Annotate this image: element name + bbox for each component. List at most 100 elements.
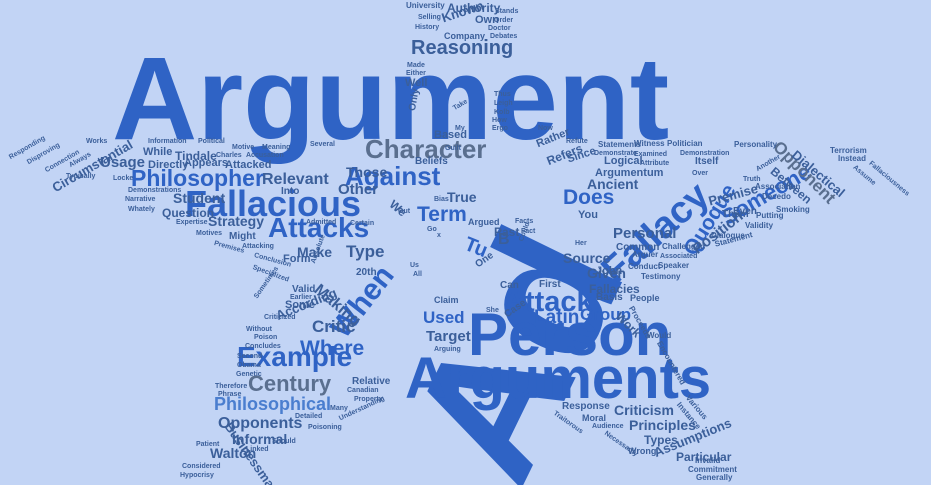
word-concludes: Concludes (245, 343, 281, 350)
word-source: Source (563, 250, 611, 266)
word-informal: Informal (232, 431, 288, 447)
word-audience: Audience (592, 423, 624, 430)
word-narrative: Narrative (125, 196, 156, 203)
word-information: Information (148, 138, 187, 145)
word-attacking: Attacking (242, 243, 274, 250)
word-group: Group (580, 305, 631, 324)
word-while: While (143, 146, 173, 158)
word-example: Example (237, 341, 353, 372)
word-motives: Motives (196, 230, 223, 237)
word-types: Types (644, 433, 678, 447)
word-question: Question (162, 206, 215, 220)
word-history: History (415, 24, 440, 31)
word-personality: Personality (734, 140, 778, 149)
word-charles: Charles (216, 152, 242, 159)
word-criticism: Criticism (614, 402, 674, 418)
word-relevant: Relevant (262, 171, 329, 188)
word-motive: Motive (232, 144, 255, 151)
word-into: Into (281, 186, 300, 197)
word-whately: Whately (128, 206, 155, 213)
word-fallacies: Fallacies (589, 282, 640, 296)
word-over: Over (692, 170, 708, 177)
word-out: Out (398, 208, 411, 215)
word-leigh: Leigh (494, 100, 513, 107)
word-given: Given (587, 265, 626, 281)
word-should: Should (272, 438, 296, 445)
word-several: Several (310, 141, 335, 148)
word-genetic: Genetic (236, 371, 262, 378)
word-used: Used (423, 308, 465, 327)
word-type: Type (346, 242, 385, 261)
word-wrong: Wrong (628, 446, 657, 456)
word-appears: Appears (184, 157, 229, 169)
word-claim: Claim (434, 295, 459, 305)
word-arguments: Arguments (405, 346, 712, 411)
word-fallacious: Fallacious (185, 183, 362, 224)
word-x: x (437, 232, 441, 239)
word-strategy: Strategy (208, 213, 265, 229)
word-reasoning: Reasoning (411, 37, 514, 59)
word-politician: Politician (667, 139, 703, 148)
word-smoking: Smoking (776, 205, 810, 214)
word-second: Second (237, 353, 263, 360)
word-necessarily: Necessarily (602, 430, 639, 459)
word-student: Student (173, 190, 226, 206)
word-them: Them (722, 209, 749, 220)
word-canadian: Canadian (347, 387, 379, 394)
word-dialogue: Dialogue (711, 231, 745, 240)
word-tindale: Tindale (175, 149, 217, 163)
word-own: Own (475, 14, 499, 26)
word-many: Many (330, 405, 348, 412)
word-past: Past (494, 225, 520, 239)
word-association: Association (755, 182, 801, 191)
word-ergo: Ergo (492, 125, 508, 132)
word-considered: Considered (182, 463, 221, 470)
word-certain: Certain (350, 220, 375, 227)
word-decedo: Decedo (762, 192, 791, 201)
word-university: University (406, 1, 445, 10)
word-century: Century (248, 371, 332, 396)
word-examined: Examined (634, 151, 668, 158)
word-poison: Poison (254, 334, 278, 341)
word-guilt: Guilt (445, 145, 461, 152)
word-how: How (492, 117, 507, 124)
word-usage: Usage (100, 154, 146, 171)
word-where: Where (300, 337, 365, 360)
word-us: Us (410, 262, 419, 269)
word-detailed: Detailed (295, 413, 323, 420)
word-obama: Obama (237, 362, 261, 369)
word-even: Even (733, 206, 757, 217)
word-personal: Personal (613, 225, 677, 242)
word-expertise: Expertise (176, 219, 208, 226)
word-term: Term (417, 203, 467, 226)
word-beliefs: Beliefs (415, 156, 448, 167)
word-opponents: Opponents (218, 415, 303, 432)
word-philosopher: Philosopher (131, 165, 264, 191)
word-accusation: Accusation (246, 152, 284, 159)
word-debates: Debates (490, 33, 518, 40)
word-challenged: Challenged (662, 242, 706, 251)
word-her: Her (575, 240, 587, 247)
word-instead: Instead (838, 154, 867, 163)
word-those: Those (346, 164, 388, 180)
word-putting: Putting (756, 211, 784, 220)
word-common: Common (616, 242, 660, 253)
word-arguing: Arguing (434, 346, 461, 353)
word-therefore: Therefore (215, 383, 248, 390)
word-selling: Selling (418, 14, 441, 21)
word-speaker: Speaker (658, 261, 690, 270)
word-she: She (486, 307, 499, 314)
word-all: All (413, 271, 422, 278)
word-attack: Attack (504, 286, 593, 318)
word-terrorism: Terrorism (830, 146, 867, 155)
word-linked: Linked (246, 446, 269, 453)
word-doctor: Doctor (488, 25, 511, 32)
word-logical: Logical (604, 155, 643, 167)
word-political: Political (198, 138, 225, 145)
word-first: First (539, 279, 561, 290)
word-hypocrisy: Hypocrisy (180, 472, 214, 479)
word-phrase: Phrase (218, 391, 242, 398)
word-john: John (596, 265, 623, 277)
word-typically: Typically (66, 173, 96, 180)
word-property: Property (354, 396, 383, 403)
